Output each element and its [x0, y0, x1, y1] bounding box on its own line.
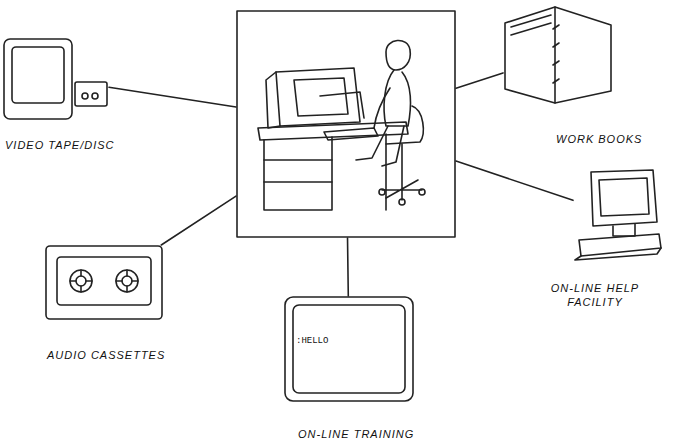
- screen-text: :HELLO: [296, 334, 386, 348]
- connector-line: [347, 238, 349, 296]
- on-line-help-terminal-icon: ON-LINE HELP FACILITY: [573, 168, 663, 263]
- workstation-illustration: [236, 10, 456, 238]
- icon-drawing: [573, 168, 663, 263]
- icon-drawing: [3, 38, 109, 120]
- audio-cassette-icon: AUDIO CASSETTES: [45, 245, 163, 320]
- video-tape-disc-icon: VIDEO TAPE/DISC: [3, 38, 109, 120]
- connector-line: [109, 87, 236, 107]
- icon-label: ON-LINE TRAINING: [298, 427, 428, 441]
- icon-drawing: [284, 296, 414, 402]
- connector-line: [161, 196, 236, 245]
- work-books-icon: WORK BOOKS: [503, 5, 613, 105]
- connector-line: [456, 161, 573, 200]
- icon-drawing: [503, 5, 613, 105]
- icon-label: WORK BOOKS: [556, 132, 666, 146]
- icon-drawing: [45, 245, 163, 320]
- icon-label: VIDEO TAPE/DISC: [5, 138, 135, 152]
- connector-line: [456, 73, 503, 88]
- icon-label: AUDIO CASSETTES: [47, 348, 177, 362]
- icon-drawing: [236, 10, 456, 238]
- icon-label: ON-LINE HELP FACILITY: [541, 281, 649, 309]
- on-line-training-screen: :HELLOON-LINE TRAINING: [284, 296, 414, 402]
